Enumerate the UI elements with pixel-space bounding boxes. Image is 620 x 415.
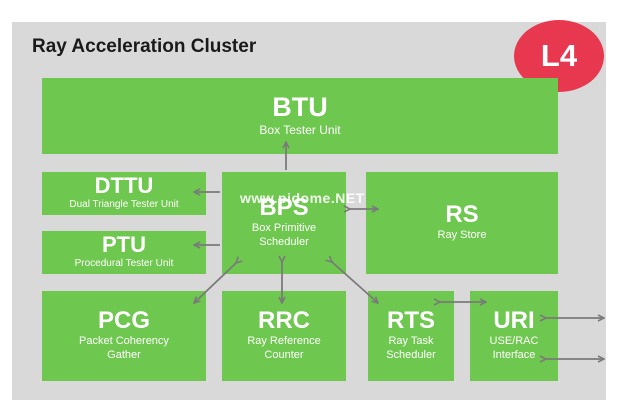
rrc-abbr: RRC <box>258 307 310 335</box>
rrc-name-line2: Counter <box>264 349 304 361</box>
rs-name: Ray Store <box>437 229 487 242</box>
rts-name-line2: Scheduler <box>386 349 436 361</box>
dttu-abbr: DTTU <box>94 173 154 199</box>
diagram-title: Ray Acceleration Cluster <box>32 36 257 57</box>
bps-abbr: BPS <box>259 194 309 222</box>
uri-block: URI USE/RAC Interface <box>470 291 558 381</box>
rts-block: RTS Ray Task Scheduler <box>368 291 454 381</box>
rts-abbr: RTS <box>387 307 435 335</box>
arrow-bps-rts <box>332 262 378 303</box>
btu-abbr: BTU <box>272 92 328 122</box>
rs-abbr: RS <box>445 201 479 229</box>
dttu-name: Dual Triangle Tester Unit <box>69 199 179 211</box>
arrow-bps-pcg <box>194 263 236 303</box>
btu-block: BTU Box Tester Unit <box>42 78 558 154</box>
bps-name-line2: Scheduler <box>259 236 309 248</box>
pcg-name-line2: Gather <box>107 349 141 361</box>
bps-name-line1: Box Primitive <box>251 222 317 235</box>
pcg-abbr: PCG <box>97 307 150 335</box>
pcg-name-line1: Packet Coherency <box>79 335 169 348</box>
watermark-text: www.pidome.NET <box>240 190 365 206</box>
rts-name-line1: Ray Task <box>388 335 434 348</box>
ptu-block: PTU Procedural Tester Unit <box>42 231 206 274</box>
pcg-block: PCG Packet Coherency Gather <box>42 291 206 381</box>
uri-abbr: URI <box>493 307 535 335</box>
uri-name-line2: Interface <box>492 349 536 361</box>
rrc-block: RRC Ray Reference Counter <box>222 291 346 381</box>
uri-name-line1: USE/RAC <box>489 335 539 348</box>
dttu-block: DTTU Dual Triangle Tester Unit <box>42 172 206 215</box>
rrc-name-line1: Ray Reference <box>247 335 321 348</box>
ptu-name: Procedural Tester Unit <box>74 258 174 270</box>
rs-block: RS Ray Store <box>366 172 558 274</box>
ptu-abbr: PTU <box>102 232 146 258</box>
btu-name: Box Tester Unit <box>259 123 341 137</box>
